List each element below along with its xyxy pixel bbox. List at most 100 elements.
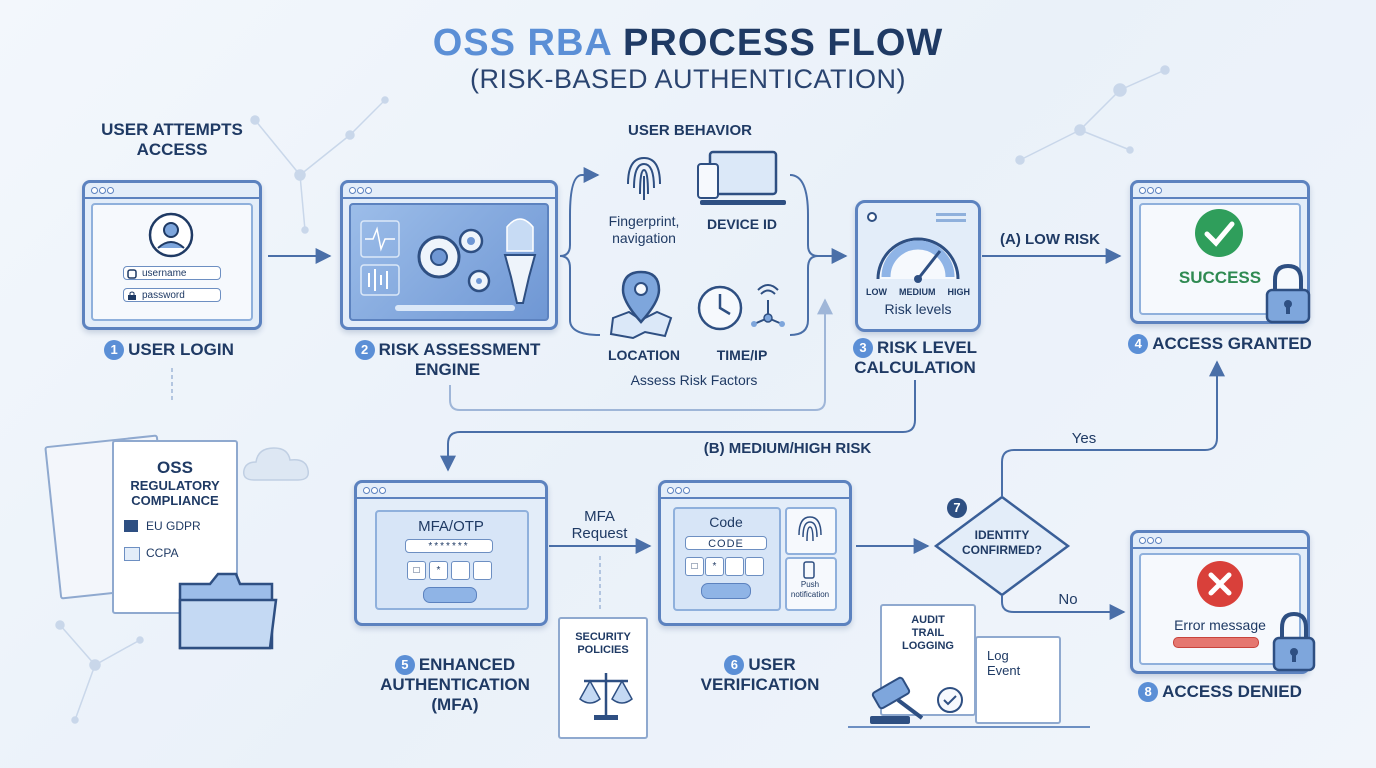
risk-levels-caption: Risk levels <box>884 301 952 317</box>
push-phone-icon <box>803 561 815 579</box>
step-8-number: 8 <box>1138 682 1159 702</box>
network-decoration <box>55 65 1170 724</box>
error-dismiss-bar[interactable] <box>1173 637 1259 648</box>
page-subtitle: (RISK-BASED AUTHENTICATION) <box>469 64 907 94</box>
low-risk-label: (A) LOW RISK <box>1000 231 1100 248</box>
success-text: SUCCESS <box>1178 268 1262 287</box>
log-event-text: Log Event <box>987 648 1021 678</box>
denied-padlock-icon <box>1272 611 1316 672</box>
mfa-request-label: MFA Request <box>571 508 628 542</box>
page-title: OSS RBA PROCESS FLOW <box>0 22 1376 65</box>
ccpa-check-icon <box>124 547 140 561</box>
eu-flag-icon <box>124 520 138 532</box>
login-window: username password <box>82 180 262 330</box>
verify-fingerprint-icon <box>798 516 822 542</box>
risk-level-device: LOW MEDIUM HIGH Risk levels <box>855 200 981 332</box>
success-check-icon <box>1195 209 1243 257</box>
user-small-icon <box>127 269 137 279</box>
assess-risk-caption: Assess Risk Factors <box>630 372 758 388</box>
gdpr-item: EU GDPR <box>146 519 201 533</box>
otp-input[interactable]: ******* <box>405 539 493 553</box>
error-x-icon <box>1197 561 1243 607</box>
step-4-text: ACCESS GRANTED <box>1152 334 1312 353</box>
gavel-icon <box>870 676 963 724</box>
step-3-number: 3 <box>852 338 873 358</box>
log-event-document: Log Event <box>975 636 1061 724</box>
code-label: Code <box>709 514 743 530</box>
risk-scale: LOW MEDIUM HIGH <box>860 287 976 297</box>
security-policies-text: SECURITY POLICIES <box>575 631 631 656</box>
identity-confirmed-text: IDENTITY CONFIRMED? <box>962 528 1042 557</box>
scales-icon <box>579 673 633 720</box>
keypad-key-3[interactable] <box>451 561 470 580</box>
no-label: No <box>1058 591 1078 608</box>
username-field[interactable]: username <box>123 266 221 280</box>
clock-network-icon <box>697 284 785 331</box>
folder-icon <box>178 572 278 650</box>
verify-submit-button[interactable] <box>701 583 751 599</box>
security-policies-document: SECURITY POLICIES <box>558 617 648 739</box>
verify-lock-key[interactable]: □ <box>685 557 704 576</box>
cloud-icon <box>242 447 310 481</box>
step-3-text: RISK LEVEL CALCULATION <box>854 338 978 377</box>
step-2-text: RISK ASSESSMENT ENGINE <box>378 340 541 379</box>
code-input[interactable]: CODE <box>685 536 767 550</box>
verify-star-key[interactable]: * <box>705 557 724 576</box>
risk-medium-label: MEDIUM <box>899 287 936 297</box>
yes-label: Yes <box>1071 430 1097 447</box>
lock-small-icon <box>128 291 136 300</box>
risk-engine-window <box>340 180 558 330</box>
step-1-text: USER LOGIN <box>128 340 234 359</box>
mfa-header: MFA/OTP <box>418 518 484 535</box>
step-1-number: 1 <box>104 340 125 360</box>
keypad-key-4[interactable] <box>473 561 492 580</box>
step-2-number: 2 <box>354 340 375 360</box>
user-attempts-label: USER ATTEMPTS ACCESS <box>101 120 243 159</box>
step-6-text: USER VERIFICATION <box>700 655 820 694</box>
step-6-number: 6 <box>724 655 745 675</box>
audit-trail-text: AUDIT TRAIL LOGGING <box>902 614 954 652</box>
device-header-decoration <box>867 212 966 222</box>
mfa-submit-button[interactable] <box>423 587 477 603</box>
verify-key-3[interactable] <box>725 557 744 576</box>
compliance-subtitle: REGULATORY COMPLIANCE <box>130 478 220 508</box>
step-8-text: ACCESS DENIED <box>1162 682 1302 701</box>
access-granted-window: SUCCESS <box>1130 180 1310 324</box>
title-main: PROCESS FLOW <box>623 22 944 64</box>
risk-gauge-icon <box>876 237 960 283</box>
user-behavior-header: USER BEHAVIOR <box>628 122 752 139</box>
risk-high-label: HIGH <box>947 287 971 297</box>
location-label: LOCATION <box>607 347 681 363</box>
keypad-star-key[interactable]: * <box>429 561 448 580</box>
user-avatar-icon <box>148 212 194 258</box>
step-7-number: 7 <box>947 498 967 518</box>
fingerprint-label: Fingerprint, navigation <box>608 213 680 246</box>
verify-key-4[interactable] <box>745 557 764 576</box>
time-ip-label: TIME/IP <box>716 347 768 363</box>
error-message-text: Error message <box>1174 617 1266 633</box>
keypad-lock-key[interactable]: □ <box>407 561 426 580</box>
step-5-number: 5 <box>394 655 415 675</box>
device-icon <box>697 150 786 205</box>
medium-high-risk-label: (B) MEDIUM/HIGH RISK <box>703 440 872 457</box>
compliance-title: OSS <box>157 458 193 477</box>
device-id-label: DEVICE ID <box>706 216 777 232</box>
verification-window: Code CODE □ * Push notification <box>658 480 852 626</box>
password-field[interactable]: password <box>123 288 221 302</box>
ccpa-item: CCPA <box>146 546 179 560</box>
push-notification-label: Push notification <box>790 580 830 599</box>
step-4-number: 4 <box>1128 334 1149 354</box>
location-pin-icon <box>609 270 673 340</box>
fingerprint-icon <box>627 156 661 200</box>
step-5-text: ENHANCED AUTHENTICATION (MFA) <box>380 655 530 714</box>
risk-low-label: LOW <box>866 287 887 297</box>
padlock-icon <box>1265 263 1311 324</box>
